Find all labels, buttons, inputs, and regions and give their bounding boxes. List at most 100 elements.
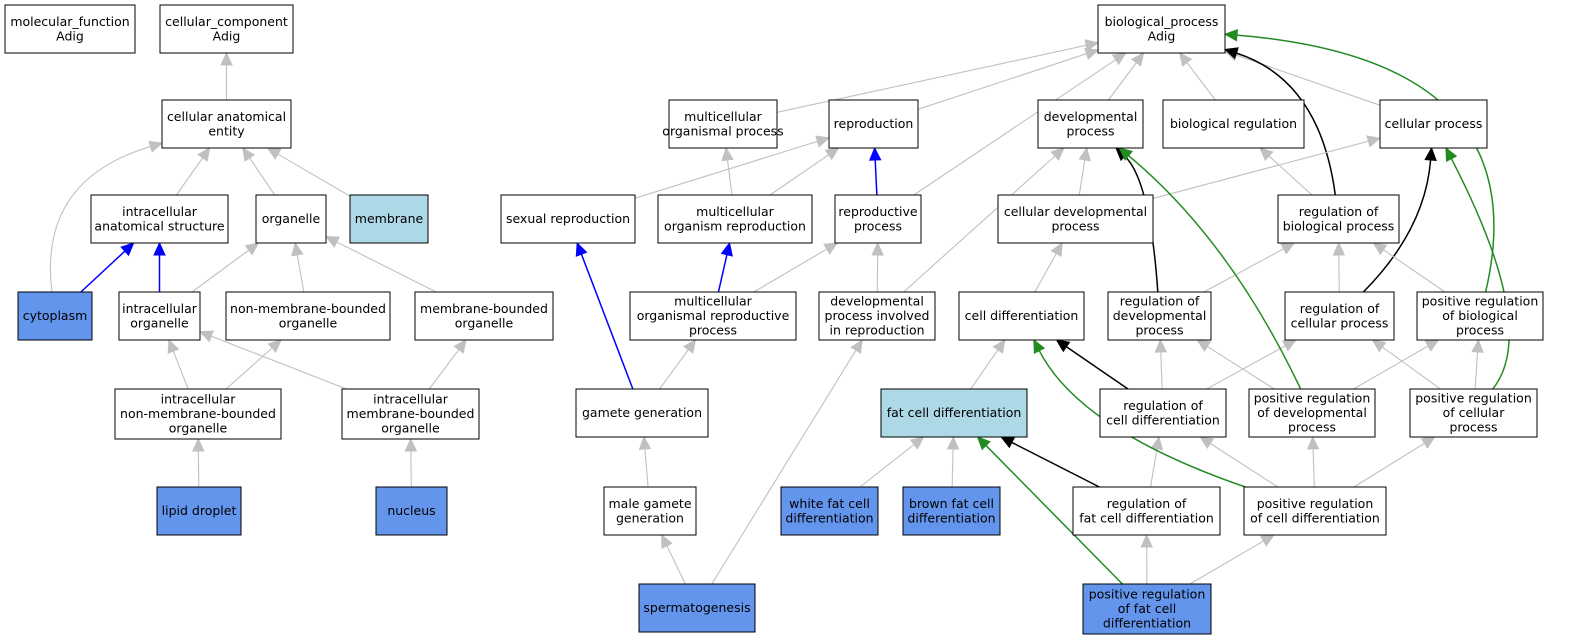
node-box[interactable] <box>4 4 136 54</box>
node-box[interactable] <box>114 388 282 440</box>
node-box[interactable] <box>1379 99 1488 149</box>
node-box[interactable] <box>958 291 1085 341</box>
node-box[interactable] <box>603 486 697 536</box>
node-box[interactable] <box>1082 583 1212 635</box>
node-ld[interactable]: lipid droplet <box>156 486 242 536</box>
node-box[interactable] <box>414 291 554 341</box>
node-box[interactable] <box>880 388 1028 438</box>
node-box[interactable] <box>780 486 879 536</box>
node-box[interactable] <box>349 194 429 244</box>
node-gg[interactable]: gamete generation <box>575 388 709 438</box>
node-box[interactable] <box>1243 486 1387 536</box>
arrowhead <box>1033 338 1046 354</box>
edge-mor-to-mop <box>721 146 734 196</box>
node-sperm[interactable]: spermatogenesis <box>638 583 756 633</box>
node-label-line: regulation of <box>1299 204 1379 219</box>
node-box[interactable] <box>156 486 242 536</box>
node-label-line: process <box>1066 123 1114 138</box>
node-box[interactable] <box>159 4 294 54</box>
node-box[interactable] <box>161 99 292 149</box>
edge-ias-to-cae <box>175 147 211 196</box>
node-mem[interactable]: membrane <box>349 194 429 244</box>
node-box[interactable] <box>1099 388 1227 438</box>
node-box[interactable] <box>1416 291 1544 341</box>
node-br[interactable]: biological regulation <box>1162 99 1305 149</box>
node-box[interactable] <box>17 291 93 341</box>
node-cd[interactable]: cell differentiation <box>958 291 1085 341</box>
node-box[interactable] <box>629 291 797 341</box>
node-box[interactable] <box>638 583 756 633</box>
node-box[interactable] <box>341 388 480 440</box>
node-box[interactable] <box>575 388 709 438</box>
node-box[interactable] <box>668 99 778 149</box>
arrowhead <box>1084 47 1100 60</box>
node-label-line: non-membrane-bounded <box>120 406 276 421</box>
node-box[interactable] <box>902 486 1001 536</box>
node-box[interactable] <box>1248 388 1376 438</box>
node-box[interactable] <box>997 194 1154 244</box>
node-box[interactable] <box>1409 388 1538 438</box>
node-box[interactable] <box>818 291 936 341</box>
node-cp[interactable]: cellular process <box>1379 99 1488 149</box>
node-box[interactable] <box>1072 486 1221 536</box>
arrowhead <box>682 339 697 354</box>
node-box[interactable] <box>118 291 201 341</box>
node-sr[interactable]: sexual reproduction <box>500 194 636 244</box>
node-box[interactable] <box>375 486 448 536</box>
node-rep[interactable]: reproduction <box>828 99 919 149</box>
node-box[interactable] <box>1037 99 1144 149</box>
edge-morp-to-rp <box>753 242 839 293</box>
node-box[interactable] <box>1277 194 1400 244</box>
node-nuc[interactable]: nucleus <box>375 486 448 536</box>
node-box[interactable] <box>255 194 327 244</box>
edge-line <box>1268 155 1313 196</box>
node-box[interactable] <box>828 99 919 149</box>
node-box[interactable] <box>1107 291 1212 341</box>
node-box[interactable] <box>225 291 391 341</box>
node-inmbo[interactable]: intracellularnon-membrane-boundedorganel… <box>114 388 282 440</box>
node-cyt[interactable]: cytoplasm <box>17 291 93 341</box>
node-box[interactable] <box>500 194 636 244</box>
node-box[interactable] <box>834 194 922 244</box>
node-box[interactable] <box>90 194 229 244</box>
edge-gg-to-morp <box>659 339 697 390</box>
node-box[interactable] <box>1284 291 1395 341</box>
node-fcd[interactable]: fat cell differentiation <box>880 388 1028 438</box>
node-org[interactable]: organelle <box>255 194 327 244</box>
edge-inmbo-to-io <box>167 338 189 390</box>
node-box[interactable] <box>1097 4 1226 54</box>
node-box[interactable] <box>1162 99 1305 149</box>
arrowhead <box>404 437 418 452</box>
node-box[interactable] <box>657 194 813 244</box>
edge-nmbo-to-org <box>291 241 305 293</box>
